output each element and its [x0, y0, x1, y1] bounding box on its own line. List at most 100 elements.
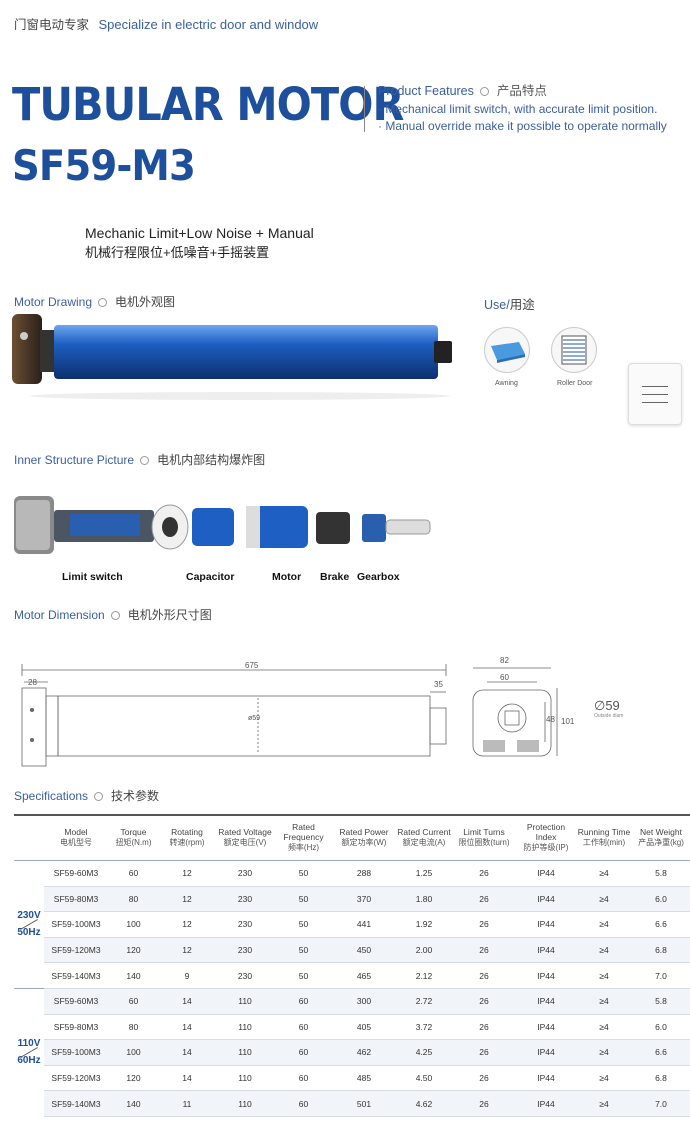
table-cell: 50	[275, 860, 332, 887]
table-cell: 6.8	[632, 937, 690, 964]
table-cell: 26	[452, 962, 516, 989]
table-cell: 12	[159, 886, 215, 913]
table-cell: 110	[215, 1014, 275, 1041]
table-cell: 100	[108, 911, 159, 938]
table-cell: 26	[452, 1014, 516, 1041]
menu-button[interactable]	[628, 363, 682, 425]
table-cell: 2.12	[396, 962, 452, 989]
dim-height: 101	[561, 717, 575, 726]
table-cell: SF59-120M3	[44, 937, 108, 964]
table-cell: 60	[275, 1039, 332, 1066]
end-view-drawing	[472, 667, 558, 757]
part-limit-switch: Limit switch	[62, 571, 123, 583]
table-cell: SF59-80M3	[44, 886, 108, 913]
table-cell: 26	[452, 987, 516, 1015]
table-cell: 60	[275, 987, 332, 1015]
header-en: Specialize in electric door and window	[98, 17, 319, 32]
table-cell: 300	[332, 987, 396, 1015]
table-cell: 1.80	[396, 886, 452, 913]
table-cell: ≥4	[576, 886, 632, 913]
use-label-roller-door: Roller Door	[557, 380, 593, 387]
table-cell: 7.0	[632, 1090, 690, 1117]
header-tagline: 门窗电动专家 Specialize in electric door and w…	[14, 14, 318, 33]
table-cell: 441	[332, 911, 396, 938]
dim-note: Outside diam	[594, 713, 624, 719]
table-cell: 140	[108, 1090, 159, 1117]
table-cell: 230	[215, 911, 275, 938]
table-cell: 26	[452, 1039, 516, 1066]
table-top-rule	[14, 814, 690, 816]
table-cell: 14	[159, 1039, 215, 1066]
table-cell: ≥4	[576, 1090, 632, 1117]
table-cell: ≥4	[576, 1065, 632, 1092]
table-cell: IP44	[516, 1065, 576, 1092]
table-cell: 60	[275, 1014, 332, 1041]
table-cell: ≥4	[576, 911, 632, 938]
table-cell: 60	[108, 860, 159, 887]
table-cell: 50	[275, 962, 332, 989]
table-cell: 6.6	[632, 911, 690, 938]
header-cn: 门窗电动专家	[14, 18, 90, 32]
table-cell: IP44	[516, 860, 576, 887]
part-capacitor: Capacitor	[186, 571, 235, 583]
table-cell: 12	[159, 937, 215, 964]
part-gearbox: Gearbox	[357, 571, 400, 583]
table-cell: 6.6	[632, 1039, 690, 1066]
table-cell: SF59-140M3	[44, 1090, 108, 1117]
gear-icon	[140, 456, 150, 466]
awning-icon	[484, 327, 530, 373]
table-cell: 370	[332, 886, 396, 913]
side-dimension-drawing	[21, 664, 447, 767]
table-cell: IP44	[516, 1014, 576, 1041]
table-cell: 11	[159, 1090, 215, 1117]
dim-height-inner: 48	[546, 715, 555, 724]
table-cell: SF59-120M3	[44, 1065, 108, 1092]
gear-icon	[479, 87, 489, 97]
table-cell: 7.0	[632, 962, 690, 989]
table-cell: 1.25	[396, 860, 452, 887]
table-cell: SF59-100M3	[44, 911, 108, 938]
page-title: TUBULAR MOTOR	[12, 78, 404, 131]
table-cell: IP44	[516, 1090, 576, 1117]
table-cell: 80	[108, 886, 159, 913]
table-cell: 50	[275, 911, 332, 938]
feature-item: · Mechanical limit switch, with accurate…	[378, 101, 658, 116]
table-cell: IP44	[516, 886, 576, 913]
table-cell: 5.8	[632, 987, 690, 1015]
table-cell: 26	[452, 911, 516, 938]
table-cell: ≥4	[576, 937, 632, 964]
table-cell: 9	[159, 962, 215, 989]
dim-shaft: 35	[434, 680, 443, 689]
table-cell: 60	[275, 1090, 332, 1117]
table-cell: 2.00	[396, 937, 452, 964]
table-cell: 2.72	[396, 987, 452, 1015]
table-cell: 450	[332, 937, 396, 964]
table-cell: 462	[332, 1039, 396, 1066]
table-cell: 120	[108, 937, 159, 964]
table-cell: 26	[452, 860, 516, 887]
table-cell: 485	[332, 1065, 396, 1092]
table-cell: 4.50	[396, 1065, 452, 1092]
table-cell: 60	[275, 1065, 332, 1092]
table-cell: 405	[332, 1014, 396, 1041]
part-brake: Brake	[320, 571, 350, 583]
